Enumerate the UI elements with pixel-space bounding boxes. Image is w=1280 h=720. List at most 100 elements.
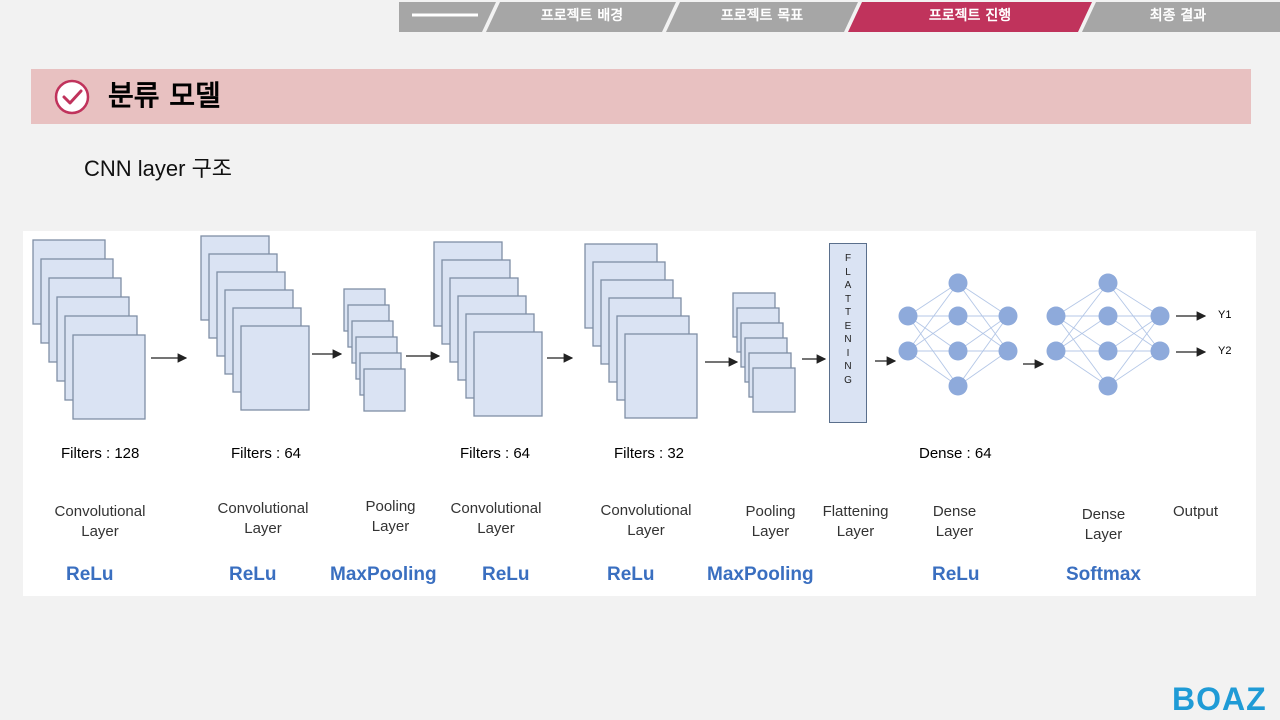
- nav-tab-1-shape: [486, 2, 676, 32]
- cnn-diagram-graphics: [32, 235, 1207, 420]
- dense-net-2-node: [1098, 306, 1118, 326]
- layer-name-5-l2: Layer: [627, 522, 665, 539]
- activation-label-6: MaxPooling: [707, 564, 814, 585]
- filters-label-3: Filters : 64: [460, 445, 531, 462]
- dense-net-1-edge: [907, 282, 959, 352]
- dense-net-1-edge: [907, 282, 959, 317]
- dense-net-2-node: [1098, 376, 1118, 396]
- dense-net-1-node: [948, 306, 968, 326]
- activation-label-8: Softmax: [1066, 564, 1141, 585]
- page-title: 분류 모델: [108, 79, 221, 112]
- layer-name-10-l1: Output: [1172, 503, 1219, 520]
- dense-net-2-edge: [1107, 350, 1161, 387]
- dense-net-2-node: [1150, 306, 1170, 326]
- flattening-letter: G: [844, 374, 852, 386]
- output-label-y2: Y2: [1218, 345, 1232, 357]
- dense-net-2-node: [1046, 306, 1066, 326]
- flattening-letter: N: [844, 334, 852, 345]
- dense-net-2-edge: [1107, 315, 1161, 387]
- dense-net-1-edge: [907, 350, 959, 387]
- layer-name-3-l1: Pooling: [365, 498, 416, 515]
- flattening-letter: E: [844, 320, 852, 332]
- layer-name-8-l1: Dense: [932, 503, 977, 520]
- dense-net-2-node: [1098, 341, 1118, 361]
- dense-net-1-edge: [957, 282, 1009, 317]
- activation-label-4: ReLu: [482, 564, 530, 585]
- dense-net-2-edge: [1055, 282, 1109, 317]
- conv-stack-1-map: [72, 334, 146, 420]
- dense-net-2-edge: [1107, 315, 1161, 352]
- tab-project-background[interactable]: 프로젝트 배경: [540, 8, 624, 24]
- layer-name-6-l2: Layer: [751, 523, 790, 540]
- dense-net-1-edge: [957, 315, 1009, 387]
- layer-name-7-l1: Flattening: [822, 503, 889, 520]
- tab-final-result[interactable]: 최종 결과: [1149, 8, 1207, 24]
- dense-net-2-edge: [1055, 315, 1109, 352]
- nav-tab-2-shape: [666, 2, 858, 32]
- dense-net-1-node: [898, 341, 918, 361]
- activation-label-7: ReLu: [932, 564, 980, 585]
- dense-net-2-node: [1098, 273, 1118, 293]
- nav-tab-0-shape: [399, 2, 496, 32]
- nav-tab-3-shape: [848, 2, 1092, 32]
- flattening-letter: L: [845, 266, 851, 278]
- conv-stack-4-map: [624, 333, 698, 419]
- layer-name-6-l1: Pooling: [745, 503, 796, 520]
- dense-net-2-edge: [1055, 282, 1109, 352]
- filters-label-2: Filters : 64: [231, 445, 302, 462]
- dense-net-1-node: [948, 341, 968, 361]
- nav-tabs-shapes: [399, 2, 1280, 32]
- layer-name-8-l2: Layer: [935, 523, 974, 540]
- dense-net-2-edge: [1107, 282, 1161, 352]
- pool-stack-2-map: [752, 367, 796, 413]
- dense-units-label: Dense : 64: [919, 445, 992, 462]
- flattening-letter: A: [844, 280, 852, 291]
- dense-net-1-node: [998, 341, 1018, 361]
- section-banner: [31, 69, 1251, 124]
- dense-net-2-node: [1046, 341, 1066, 361]
- conv-stack-3-map: [473, 331, 543, 417]
- nav-tab-4-shape: [1082, 2, 1280, 32]
- layer-name-9-l2: Layer: [1084, 526, 1123, 543]
- dense-net-1-node: [998, 306, 1018, 326]
- layer-name-1-l1: Convolutional: [54, 503, 146, 520]
- dense-net-1-edge: [957, 282, 1009, 352]
- tab-project-goal[interactable]: 프로젝트 목표: [720, 8, 804, 24]
- flattening-letter: T: [844, 307, 852, 318]
- activation-label-2: ReLu: [229, 564, 277, 585]
- layer-name-4-l1: Convolutional: [450, 500, 542, 517]
- section-subtitle: CNN layer 구조: [84, 156, 233, 181]
- dense-net-2-edge: [1055, 350, 1109, 387]
- tab-project-progress[interactable]: 프로젝트 진행: [928, 8, 1012, 24]
- layer-name-1-l2: Layer: [81, 523, 119, 540]
- top-navigation: 프로젝트 배경 프로젝트 목표 프로젝트 진행 최종 결과: [0, 0, 1280, 34]
- dense-net-1-node: [948, 376, 968, 396]
- dense-net-1-node: [898, 306, 918, 326]
- layer-name-5-l1: Convolutional: [600, 502, 692, 519]
- output-label-y1: Y1: [1218, 309, 1232, 321]
- layer-name-7-l2: Layer: [836, 523, 875, 540]
- dense-net-1-edge: [957, 350, 1009, 387]
- dense-net-2-node: [1150, 341, 1170, 361]
- layer-name-2-l1: Convolutional: [217, 500, 309, 517]
- boaz-logo: BOAZ: [1172, 681, 1267, 717]
- activation-label-3: MaxPooling: [330, 564, 437, 585]
- pool-stack-1-map: [363, 368, 406, 412]
- conv-stack-2-map: [240, 325, 310, 411]
- flattening-letter: N: [844, 361, 852, 372]
- dense-net-1-edge: [907, 315, 959, 352]
- flattening-letter: I: [846, 347, 850, 359]
- layer-name-3-l2: Layer: [371, 518, 410, 535]
- layer-name-10: Output: [1153, 502, 1238, 522]
- activation-label-5: ReLu: [607, 564, 655, 585]
